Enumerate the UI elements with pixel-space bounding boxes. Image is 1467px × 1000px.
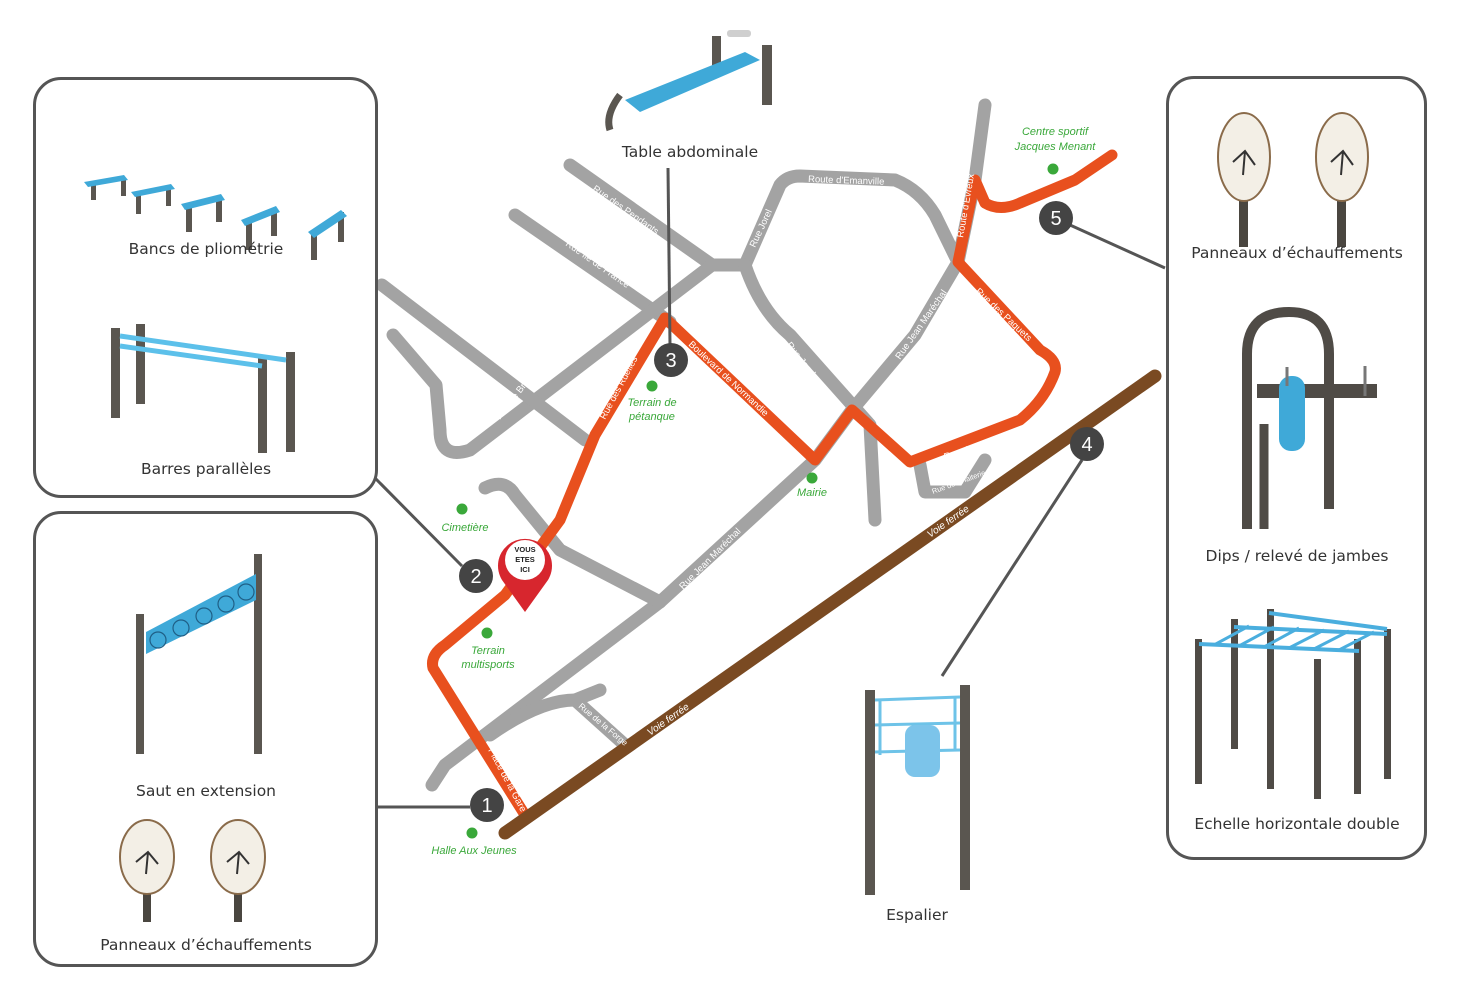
poi-label-centre-sportif: Centre sportif: [1022, 126, 1089, 138]
table-abdominale-illustration: [605, 30, 772, 132]
stop-number: 1: [481, 795, 492, 817]
caption-dips: Dips / relevé de jambes: [1205, 547, 1389, 565]
street-rue-de-bretagne: [386, 258, 719, 459]
stop-number: 4: [1081, 434, 1092, 456]
street-rue-de-la-laiterie: [913, 453, 992, 499]
poi-dot: [806, 472, 818, 484]
street-west-diagonal: [375, 278, 592, 447]
stop-badge-1[interactable]: 1: [470, 788, 504, 822]
poi-dot: [481, 627, 493, 639]
railway-label: Voie ferrée: [925, 503, 971, 540]
stop-badge-2[interactable]: 2: [459, 559, 493, 593]
railway-label: Voie ferrée: [645, 701, 691, 738]
leader-line-5: [1069, 223, 1166, 270]
stop-badge-3[interactable]: 3: [654, 343, 688, 377]
poi-label-multisports: multisports: [461, 659, 515, 671]
equipment-panel-stops-4-5: Panneaux d’échauffements Dips / relevé d…: [1166, 76, 1427, 860]
caption-table-abdominale: Table abdominale: [621, 143, 759, 161]
poi-dot: [646, 380, 658, 392]
poi-label-halle: Halle Aux Jeunes: [431, 845, 517, 857]
caption-saut-extension: Saut en extension: [135, 782, 276, 800]
points-of-interest: Centre sportif Jacques Menant Terrain de…: [431, 126, 1096, 857]
street-label: Rue Jean Maréchal: [677, 526, 743, 592]
espalier-illustration: [865, 685, 970, 895]
stop-number: 2: [470, 566, 481, 588]
equipment-panel-stop-2: Bancs de pliométrie Barres parallèles: [33, 77, 378, 498]
street-label: Rue des Paquets: [973, 286, 1034, 344]
street-lower-branch: [483, 683, 607, 742]
stop-number: 5: [1050, 208, 1061, 230]
caption-bancs-pliometrie: Bancs de pliométrie: [128, 240, 284, 258]
poi-label-mairie: Mairie: [797, 487, 827, 499]
street-rue-ile-de-france: [508, 208, 677, 329]
echelle-illustration: [1195, 609, 1391, 799]
bancs-pliometrie-illustration: [84, 175, 347, 260]
marker-text: VOUS: [514, 545, 535, 554]
street-label: Rue Ile de France: [563, 238, 631, 290]
street-label: Boulevard de Normandie: [686, 339, 770, 419]
equipment-panel-stop-1: Saut en extension Panneaux d’échauffemen…: [33, 511, 378, 967]
poi-label-petanque: pétanque: [628, 411, 675, 423]
poi-label-multisports: Terrain: [471, 645, 505, 657]
street-rue-alain-lenfant: [478, 477, 667, 609]
poi-label-petanque: Terrain de: [627, 397, 676, 409]
street-rue-jorel-north: [738, 258, 882, 527]
street-rue-des-pendants: [563, 158, 752, 272]
leader-lines: [373, 167, 1166, 809]
stop-badge-5[interactable]: 5: [1039, 201, 1073, 235]
stop-number: 3: [665, 350, 676, 372]
panneaux-left-illustration: [119, 819, 266, 922]
caption-echelle: Echelle horizontale double: [1194, 815, 1400, 833]
you-are-here-marker[interactable]: VOUS ETES ICI: [498, 538, 552, 612]
poi-dot: [456, 503, 468, 515]
caption-panneaux-left: Panneaux d’échauffements: [100, 936, 312, 954]
dips-illustration: [1242, 306, 1377, 529]
caption-espalier: Espalier: [886, 906, 948, 924]
marker-text: ICI: [520, 565, 530, 574]
marker-text: ETES: [515, 555, 535, 564]
stop-badges: 1 2 3 4 5: [459, 201, 1104, 822]
panneaux-right-illustration: [1217, 112, 1369, 247]
fitness-route: [427, 149, 1118, 821]
poi-dot: [466, 827, 478, 839]
stop-badge-4[interactable]: 4: [1070, 427, 1104, 461]
street-rue-de-la-forge: [568, 693, 632, 752]
street-label: Rue de la Forge: [577, 701, 630, 748]
street-route-emanville: [738, 169, 965, 272]
poi-label-cimetiere: Cimetière: [441, 522, 488, 534]
barres-paralleles-illustration: [111, 324, 295, 453]
leader-line-2: [373, 476, 464, 568]
street-label: Rue des Pendants: [590, 183, 661, 237]
poi-dot: [1047, 163, 1059, 175]
caption-panneaux-right: Panneaux d’échauffements: [1191, 244, 1403, 262]
street-label: Rue Jean Maréchal: [893, 288, 949, 362]
caption-barres-paralleles: Barres parallèles: [140, 460, 272, 478]
railway: [498, 369, 1162, 840]
leader-line-4: [940, 459, 1084, 677]
poi-label-centre-sportif: Jacques Menant: [1014, 141, 1097, 153]
street-label: Route d'Emanville: [808, 174, 885, 188]
saut-extension-illustration: [136, 554, 262, 754]
leader-line-3: [666, 167, 672, 346]
